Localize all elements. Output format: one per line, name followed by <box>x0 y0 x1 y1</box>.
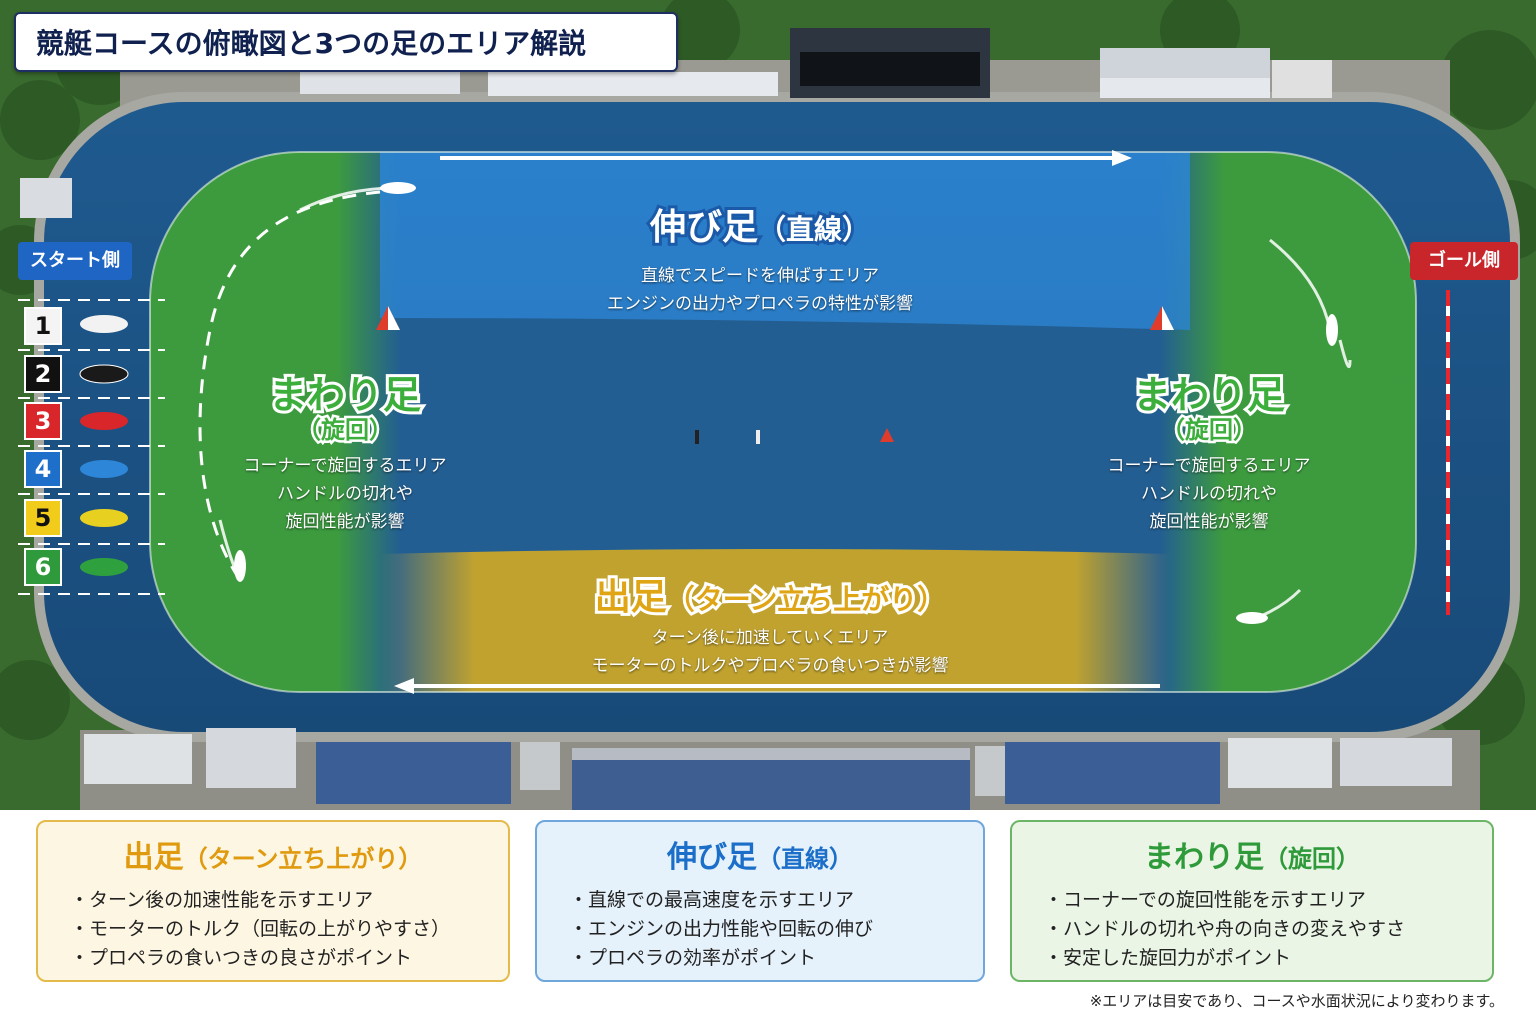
zone-mawari-left-title: まわり足 <box>266 370 424 420</box>
lane-number-2: 2 <box>24 355 62 393</box>
lane-boats <box>79 315 129 576</box>
card-mawari: まわり足（旋回） コーナーでの旋回性能を示すエリア ハンドルの切れや舟の向きの変… <box>1010 820 1494 982</box>
zone-mawari-left-area <box>150 152 400 692</box>
zone-mawari-right-title: まわり足 <box>1130 370 1288 420</box>
zone-de-desc-line: モーターのトルクやプロペラの食いつきが影響 <box>591 656 949 676</box>
south-building-4 <box>975 746 1005 796</box>
course-illustration <box>0 0 1536 810</box>
turn-path-left <box>198 190 381 581</box>
start-side-label: スタート側 <box>30 250 120 271</box>
zone-mawari-left-sub: （旋回） <box>295 414 396 447</box>
card-mawari-title: まわり足（旋回） <box>1012 822 1492 880</box>
card-de-sub: （ターン立ち上がり） <box>183 845 423 873</box>
north-building-2 <box>488 72 778 96</box>
zone-de-name: 出足 <box>592 574 670 621</box>
list-item: プロペラの食いつきの良さがポイント <box>70 944 508 973</box>
course-outline <box>149 151 1417 693</box>
course-aerial-view: 競艇コースの俯瞰図と3つの足のエリア解説 スタート側 ゴール側 1 2 3 4 … <box>0 0 1536 810</box>
south-stand-left <box>316 742 511 804</box>
list-item: 安定した旋回力がポイント <box>1044 944 1492 973</box>
card-de-list: ターン後の加速性能を示すエリア モーターのトルク（回転の上がりやすさ） プロペラ… <box>38 886 508 973</box>
list-item: プロペラの効率がポイント <box>569 944 983 973</box>
zone-mawari-left-desc-line: 旋回性能が影響 <box>285 512 405 532</box>
card-de-name: 出足 <box>123 840 184 875</box>
zone-nobi-desc-line: エンジンの出力やプロペラの特性が影響 <box>607 294 913 314</box>
north-stand-roof <box>1100 48 1270 78</box>
zone-mawari-right-desc-line: コーナーで旋回するエリア <box>1107 456 1311 476</box>
north-building-3 <box>1272 60 1332 98</box>
lane-number-4: 4 <box>24 450 62 488</box>
zone-mawari-right-desc-line: 旋回性能が影響 <box>1149 512 1269 532</box>
scoreboard-screen <box>800 52 980 86</box>
north-building-1 <box>300 72 460 94</box>
footnote: ※エリアは目安であり、コースや水面状況により変わります。 <box>1089 992 1504 1010</box>
card-nobi-list: 直線での最高速度を示すエリア エンジンの出力性能や回転の伸び プロペラの効率がポ… <box>537 886 983 973</box>
start-tower <box>20 178 72 218</box>
zone-de-desc: ターン後に加速していくエリア モーターのトルクやプロペラの食いつきが影響 <box>500 624 1040 680</box>
zone-nobi-area <box>380 152 1190 330</box>
zone-de-title: 出足（ターン立ち上がり） <box>500 568 1040 621</box>
card-mawari-list: コーナーでの旋回性能を示すエリア ハンドルの切れや舟の向きの変えやすさ 安定した… <box>1012 886 1492 973</box>
card-nobi-sub: （直線） <box>757 845 853 873</box>
south-building-1 <box>84 734 192 784</box>
zone-de-desc-line: ターン後に加速していくエリア <box>651 628 889 648</box>
zone-mawari-left-desc-line: ハンドルの切れや <box>277 484 413 504</box>
card-de-title: 出足（ターン立ち上がり） <box>38 822 508 880</box>
center-buoys <box>695 428 894 444</box>
south-building-5 <box>1228 738 1332 788</box>
zone-nobi-name: 伸び足 <box>647 204 761 251</box>
zone-nobi-sub: （直線） <box>755 210 873 249</box>
card-nobi-name: 伸び足 <box>667 840 757 875</box>
list-item: ターン後の加速性能を示すエリア <box>70 886 508 915</box>
list-item: ハンドルの切れや舟の向きの変えやすさ <box>1044 915 1492 944</box>
turn-mark-right <box>1150 306 1174 330</box>
grandstand-roof <box>572 748 970 760</box>
lane-number-5: 5 <box>24 499 62 537</box>
south-building-6 <box>1340 738 1452 786</box>
south-building-2 <box>206 728 296 788</box>
zone-de-area <box>380 549 1170 692</box>
zone-de-sub: （ターン立ち上がり） <box>664 580 949 619</box>
start-side-tag: スタート側 <box>18 242 132 280</box>
lane-number-6: 6 <box>24 548 62 586</box>
south-stand-right <box>1005 742 1220 804</box>
card-nobi-title: 伸び足（直線） <box>537 822 983 880</box>
card-mawari-name: まわり足 <box>1144 840 1264 875</box>
goal-side-tag: ゴール側 <box>1410 242 1518 280</box>
arrow-straight-bottom <box>394 678 1160 694</box>
lane-number-1: 1 <box>24 307 62 345</box>
zone-nobi-desc-line: 直線でスピードを伸ばすエリア <box>641 266 879 286</box>
page-title: 競艇コースの俯瞰図と3つの足のエリア解説 <box>14 12 678 72</box>
list-item: コーナーでの旋回性能を示すエリア <box>1044 886 1492 915</box>
start-lane-lines <box>18 299 165 595</box>
racing-boats <box>234 182 1338 624</box>
zone-mawari-right-desc-line: ハンドルの切れや <box>1141 484 1277 504</box>
south-building-3 <box>520 742 560 790</box>
lane-number-3: 3 <box>24 402 62 440</box>
zone-nobi-desc: 直線でスピードを伸ばすエリア エンジンの出力やプロペラの特性が影響 <box>540 262 980 318</box>
turn-mark-left <box>376 306 400 330</box>
zone-mawari-left-desc-line: コーナーで旋回するエリア <box>243 456 447 476</box>
goal-side-label: ゴール側 <box>1428 250 1500 271</box>
card-nobi: 伸び足（直線） 直線での最高速度を示すエリア エンジンの出力性能や回転の伸び プ… <box>535 820 985 982</box>
zone-mawari-left-desc: コーナーで旋回するエリア ハンドルの切れや 旋回性能が影響 <box>190 452 500 536</box>
main-grandstand <box>572 758 970 810</box>
zone-mawari-right-area <box>1160 152 1416 692</box>
zone-nobi-title: 伸び足（直線） <box>540 198 980 251</box>
zone-mawari-right-desc: コーナーで旋回するエリア ハンドルの切れや 旋回性能が影響 <box>1054 452 1364 536</box>
list-item: 直線での最高速度を示すエリア <box>569 886 983 915</box>
list-item: モーターのトルク（回転の上がりやすさ） <box>70 915 508 944</box>
card-de: 出足（ターン立ち上がり） ターン後の加速性能を示すエリア モーターのトルク（回転… <box>36 820 510 982</box>
list-item: エンジンの出力性能や回転の伸び <box>569 915 983 944</box>
arrow-straight-top <box>440 150 1132 166</box>
zone-mawari-right-sub: （旋回） <box>1159 414 1260 447</box>
card-mawari-sub: （旋回） <box>1264 845 1360 873</box>
